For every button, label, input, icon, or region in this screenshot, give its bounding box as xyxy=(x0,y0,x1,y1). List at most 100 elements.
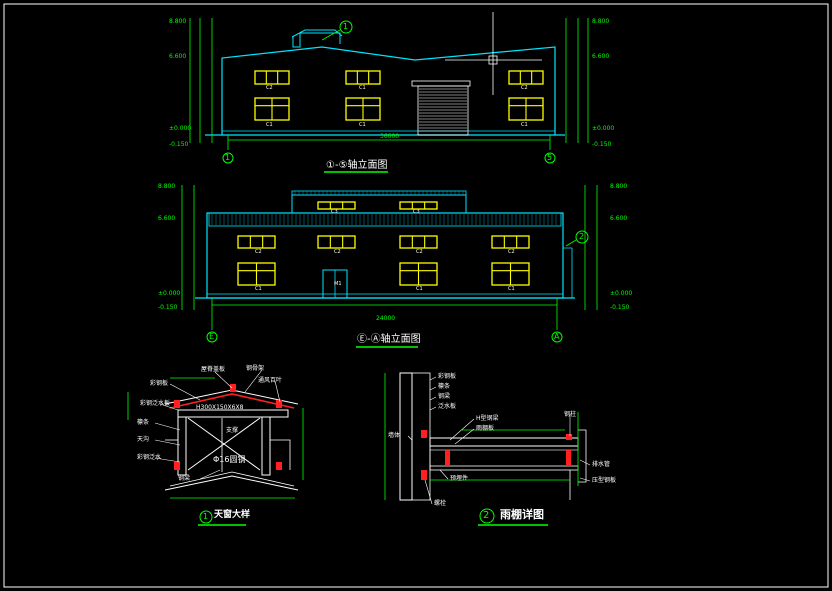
e2-clerestory-tag-1: C3 xyxy=(413,209,420,215)
detail-2-label-3: 泛水板 xyxy=(438,403,457,410)
e1-level-l2: ±0.000 xyxy=(169,125,192,132)
detail-1-skylight xyxy=(127,377,304,526)
callout-bubble-2 xyxy=(575,230,589,244)
e2-upper-window xyxy=(317,235,356,249)
detail-2-number-bubble xyxy=(479,508,495,524)
detail-2-label-2: 钢梁 xyxy=(438,393,451,400)
e2-clerestory-window xyxy=(399,201,438,210)
e1-level-r0: 8.800 xyxy=(592,18,610,25)
elevation-1-windows xyxy=(254,70,544,121)
e2-win-tag-l2: C1 xyxy=(416,286,423,292)
e1-win-tag-l0: C1 xyxy=(266,122,273,128)
detail-2-canopy xyxy=(384,372,587,526)
axis-bubble-5 xyxy=(544,152,556,164)
e2-level-l2: ±0.000 xyxy=(158,290,181,297)
e2-level-r2: ±0.000 xyxy=(610,290,633,297)
e1-upper-window xyxy=(345,70,381,85)
detail-1-number-bubble xyxy=(199,510,213,524)
e1-win-tag-l2: C1 xyxy=(521,122,528,128)
e2-win-tag-u3: C2 xyxy=(508,249,515,255)
detail-2-label-9: 预埋件 xyxy=(450,475,469,482)
axis-bubble-E xyxy=(206,331,218,343)
e1-level-l1: 6.600 xyxy=(169,53,187,60)
cad-cursor xyxy=(445,12,542,95)
detail-1-label-0: 彩钢板 xyxy=(150,380,169,387)
e2-axis-left: E xyxy=(209,332,215,341)
detail-2-label-8: 墙体 xyxy=(388,432,401,439)
e2-upper-window xyxy=(399,235,438,249)
callout-bubble-1 xyxy=(339,20,353,34)
detail-2-label-4: H型钢梁 xyxy=(476,415,499,422)
e1-win-tag-u0: C2 xyxy=(266,85,273,91)
elevation-2 xyxy=(181,185,598,348)
e2-total-dim: 24000 xyxy=(376,315,396,322)
axis-bubble-A xyxy=(551,331,563,343)
e1-win-tag-u2: C2 xyxy=(521,85,528,91)
e1-level-r1: 6.600 xyxy=(592,53,610,60)
e2-win-tag-u1: C2 xyxy=(334,249,341,255)
e2-win-tag-u2: C2 xyxy=(416,249,423,255)
elevation-2-windows xyxy=(237,235,530,286)
e1-level-r3: -0.150 xyxy=(592,141,612,148)
detail-2-title: 雨棚详图 xyxy=(500,508,544,521)
detail-1-number: 1 xyxy=(203,512,209,521)
e2-upper-window xyxy=(237,235,276,249)
e2-level-r1: 6.600 xyxy=(610,215,628,222)
detail-1-label-7: 天沟 xyxy=(137,436,150,443)
detail-1-rod-tag: Φ16圆钢 xyxy=(213,455,246,464)
detail-2-number: 2 xyxy=(483,510,490,521)
elevation-1-title: ①-⑤轴立面图 xyxy=(326,160,388,171)
axis-bubble-1 xyxy=(222,152,234,164)
detail-2-label-1: 檩条 xyxy=(438,383,451,390)
elevation-1 xyxy=(189,12,589,173)
detail-1-title: 天窗大样 xyxy=(214,510,251,520)
e2-level-r3: -0.150 xyxy=(610,304,630,311)
e1-callout-number: 1 xyxy=(343,22,349,31)
e1-win-tag-u1: C1 xyxy=(359,85,366,91)
detail-1-label-5: 檩条 xyxy=(137,419,150,426)
e1-axis-left: 1 xyxy=(225,153,231,162)
entrance-door xyxy=(322,269,348,299)
detail-1-label-3: 通风百叶 xyxy=(258,377,283,384)
detail-1-label-8: 彩钢泛水 xyxy=(137,454,162,461)
e1-level-l3: -0.150 xyxy=(169,141,189,148)
elevation-2-title: Ⓔ-Ⓐ轴立面图 xyxy=(357,334,421,345)
e2-level-l0: 8.800 xyxy=(158,183,176,190)
detail-1-label-6: 支撑 xyxy=(226,427,239,434)
e1-total-dim: 36000 xyxy=(380,133,400,140)
e2-win-tag-u0: C2 xyxy=(255,249,262,255)
e2-level-l3: -0.150 xyxy=(158,304,178,311)
detail-2-label-10: 压型钢板 xyxy=(592,477,617,484)
e2-win-tag-l0: C1 xyxy=(255,286,262,292)
e1-level-l0: 8.800 xyxy=(169,18,187,25)
detail-1-label-2: 钢骨架 xyxy=(246,365,265,372)
e1-upper-window xyxy=(254,70,290,85)
e2-win-tag-l3: C1 xyxy=(508,286,515,292)
detail-2-label-11: 螺栓 xyxy=(434,500,447,507)
detail-2-label-0: 彩钢板 xyxy=(438,373,457,380)
detail-1-label-9: 钢梁 xyxy=(178,475,191,482)
detail-2-label-7: 排水管 xyxy=(592,461,611,468)
detail-1-beam-tag: H300X150X6X8 xyxy=(196,404,244,411)
e2-win-tag-l1: M1 xyxy=(334,281,342,287)
e2-axis-right: A xyxy=(554,332,560,341)
e2-level-r0: 8.800 xyxy=(610,183,628,190)
detail-1-label-1: 屋脊盖板 xyxy=(201,366,226,373)
drawing-frame xyxy=(3,3,829,588)
elevation-1-outline xyxy=(221,46,556,135)
e2-clerestory-window xyxy=(317,201,356,210)
e2-level-l1: 6.600 xyxy=(158,215,176,222)
e1-upper-window xyxy=(508,70,544,85)
rolling-door xyxy=(411,80,471,136)
e2-clerestory-tag-0: C3 xyxy=(331,209,338,215)
detail-1-label-4: 彩钢泛水板 xyxy=(140,400,171,407)
elevation-2-clerestory xyxy=(317,201,438,210)
e2-callout-number: 2 xyxy=(579,232,585,241)
e1-axis-right: 5 xyxy=(547,153,553,162)
e1-win-tag-l1: C1 xyxy=(359,122,366,128)
e2-upper-window xyxy=(491,235,530,249)
detail-2-label-5: 雨棚板 xyxy=(476,425,495,432)
e1-level-r2: ±0.000 xyxy=(592,125,615,132)
detail-2-label-6: 钢柱 xyxy=(564,411,577,418)
